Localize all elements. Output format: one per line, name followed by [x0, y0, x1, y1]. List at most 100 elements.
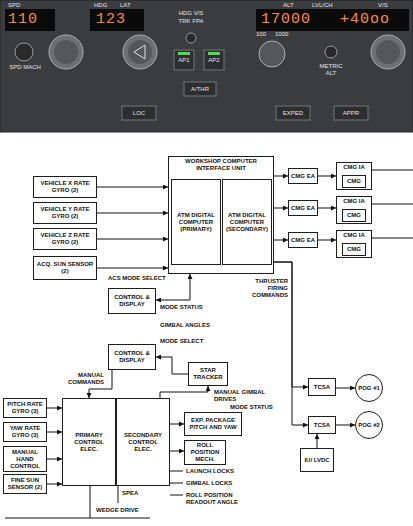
selector-knob: [371, 35, 405, 69]
box-label: VEHICLE Y RATE GYRO (2): [34, 206, 96, 220]
box-label: ACQ. SUN SENSOR (2): [34, 261, 96, 275]
box-label: VEHICLE Z RATE GYRO (2): [34, 232, 96, 246]
connector: [170, 424, 184, 425]
panel-label: 100: [256, 31, 272, 38]
box-label: TCSA: [309, 422, 335, 429]
display-window: [5, 9, 55, 31]
box-label: ATM DIGITAL COMPUTER (PRIMARY): [172, 212, 220, 233]
ap-button: [204, 50, 224, 70]
display-window: [90, 9, 144, 31]
panel-label: AP1: [174, 57, 194, 64]
process-box: FINE SUN SENSOR (2): [3, 474, 47, 494]
circle-node: POG #1: [355, 374, 383, 402]
signal-wire: [372, 170, 413, 171]
process-box: IU/ LVDC: [300, 448, 334, 472]
signal-label: MANUAL COMMANDS: [60, 372, 104, 386]
panel-label: ALT: [283, 2, 305, 9]
process-box: WORKSHOP COMPUTER INTERFACE UNITATM DIGI…: [168, 156, 274, 274]
panel-face: [0, 0, 413, 132]
box-label: CMG: [343, 212, 365, 219]
process-box: VEHICLE Y RATE GYRO (2): [33, 202, 97, 224]
signal-wire: [372, 204, 413, 205]
connector: [97, 213, 168, 214]
signal-label: ACS MODE SELECT: [108, 275, 172, 282]
connector: [274, 240, 288, 241]
connector: [274, 176, 288, 177]
box-label: CONTROL & DISPLAY: [109, 294, 155, 308]
panel-label: 1000: [275, 31, 295, 38]
signal-label: SPEA: [122, 490, 144, 497]
display-window: [256, 9, 409, 31]
box-label: IU/ LVDC: [301, 457, 333, 464]
process-box: PRIMARY CONTROL ELEC.: [62, 398, 116, 486]
push-button: [184, 82, 216, 96]
connector: [97, 187, 168, 188]
process-box: ACQ. SUN SENSOR (2): [33, 256, 97, 280]
panel-label: V/S: [378, 2, 400, 9]
circle-outline: [356, 375, 383, 402]
process-box: ROLL POSITION MECH.: [184, 440, 226, 465]
panel-label: HDG V/S: [170, 10, 212, 17]
box-label: CMG EA: [289, 205, 317, 212]
signal-label: GIMBAL ANGLES: [160, 322, 214, 329]
connector: [47, 484, 62, 485]
process-box: CMG IACMG: [336, 230, 372, 258]
connector: [170, 451, 184, 452]
knob-center: [376, 40, 400, 64]
signal-wire: [372, 238, 413, 239]
connector: [336, 425, 355, 426]
push-button: [15, 43, 33, 61]
panel-label: LVL/CH: [312, 2, 346, 9]
process-box: CMG: [342, 175, 366, 188]
panel-label: EXPED: [276, 110, 310, 117]
box-label: FINE SUN SENSOR (2): [4, 477, 46, 491]
display-readout: 123: [96, 11, 142, 29]
ap-button: [174, 50, 194, 70]
signal-wire: [118, 486, 119, 503]
process-box: TCSA: [308, 416, 336, 434]
connector: [47, 459, 62, 460]
box-label: CONTROL & DISPLAY: [109, 350, 155, 364]
panel-label: TRK FPA: [170, 18, 212, 25]
box-label: VEHICLE X RATE GYRO (2): [34, 180, 96, 194]
knob-center: [54, 40, 78, 64]
box-label: ROLL POSITION MECH.: [185, 442, 225, 463]
connector: [317, 434, 318, 448]
process-box: CMG: [342, 243, 366, 256]
connector: [156, 357, 188, 374]
push-button: [186, 33, 196, 43]
process-box: CONTROL & DISPLAY: [108, 288, 156, 314]
panel-label: AP2: [204, 57, 224, 64]
process-box: CMG EA: [288, 168, 318, 184]
signal-label: MODE STATUS: [160, 304, 208, 311]
connector: [97, 268, 168, 269]
process-box: SECONDARY CONTROL ELEC.: [116, 398, 170, 486]
box-label: STAR TRACKER: [189, 367, 227, 381]
process-box: ATM DIGITAL COMPUTER (SECONDARY): [222, 179, 272, 265]
connector: [318, 176, 336, 177]
process-box: YAW RATE GYRO (3): [3, 422, 47, 442]
signal-label: ROLL POSITION READOUT ANGLE: [186, 492, 248, 506]
signal-label: GIMBAL LOCKS: [186, 480, 248, 487]
connector: [47, 408, 62, 409]
signal-label: LAUNCH LOCKS: [186, 468, 248, 475]
panel-label: LAT: [120, 2, 142, 9]
box-label: POG #2: [355, 422, 383, 429]
process-box: VEHICLE X RATE GYRO (2): [33, 176, 97, 198]
push-button: [276, 106, 310, 120]
signal-label: MODE STATUS: [230, 404, 278, 411]
push-button: [122, 106, 156, 120]
process-box: PITCH RATE GYRO (3): [3, 398, 47, 418]
signal-wire: [170, 495, 183, 496]
display-readout: 110: [8, 11, 54, 29]
process-box: EXP. PACKAGE PITCH AND YAW: [184, 412, 242, 436]
panel-label: HDG: [94, 2, 116, 9]
process-box: CONTROL & DISPLAY: [108, 344, 156, 370]
connector: [47, 432, 62, 433]
process-box: TCSA: [308, 378, 336, 396]
process-box: STAR TRACKER: [188, 362, 228, 386]
connector: [318, 208, 336, 209]
panel-label: A/THR: [184, 86, 216, 93]
box-label: POG #1: [355, 385, 383, 392]
process-box: CMG IACMG: [336, 196, 372, 224]
